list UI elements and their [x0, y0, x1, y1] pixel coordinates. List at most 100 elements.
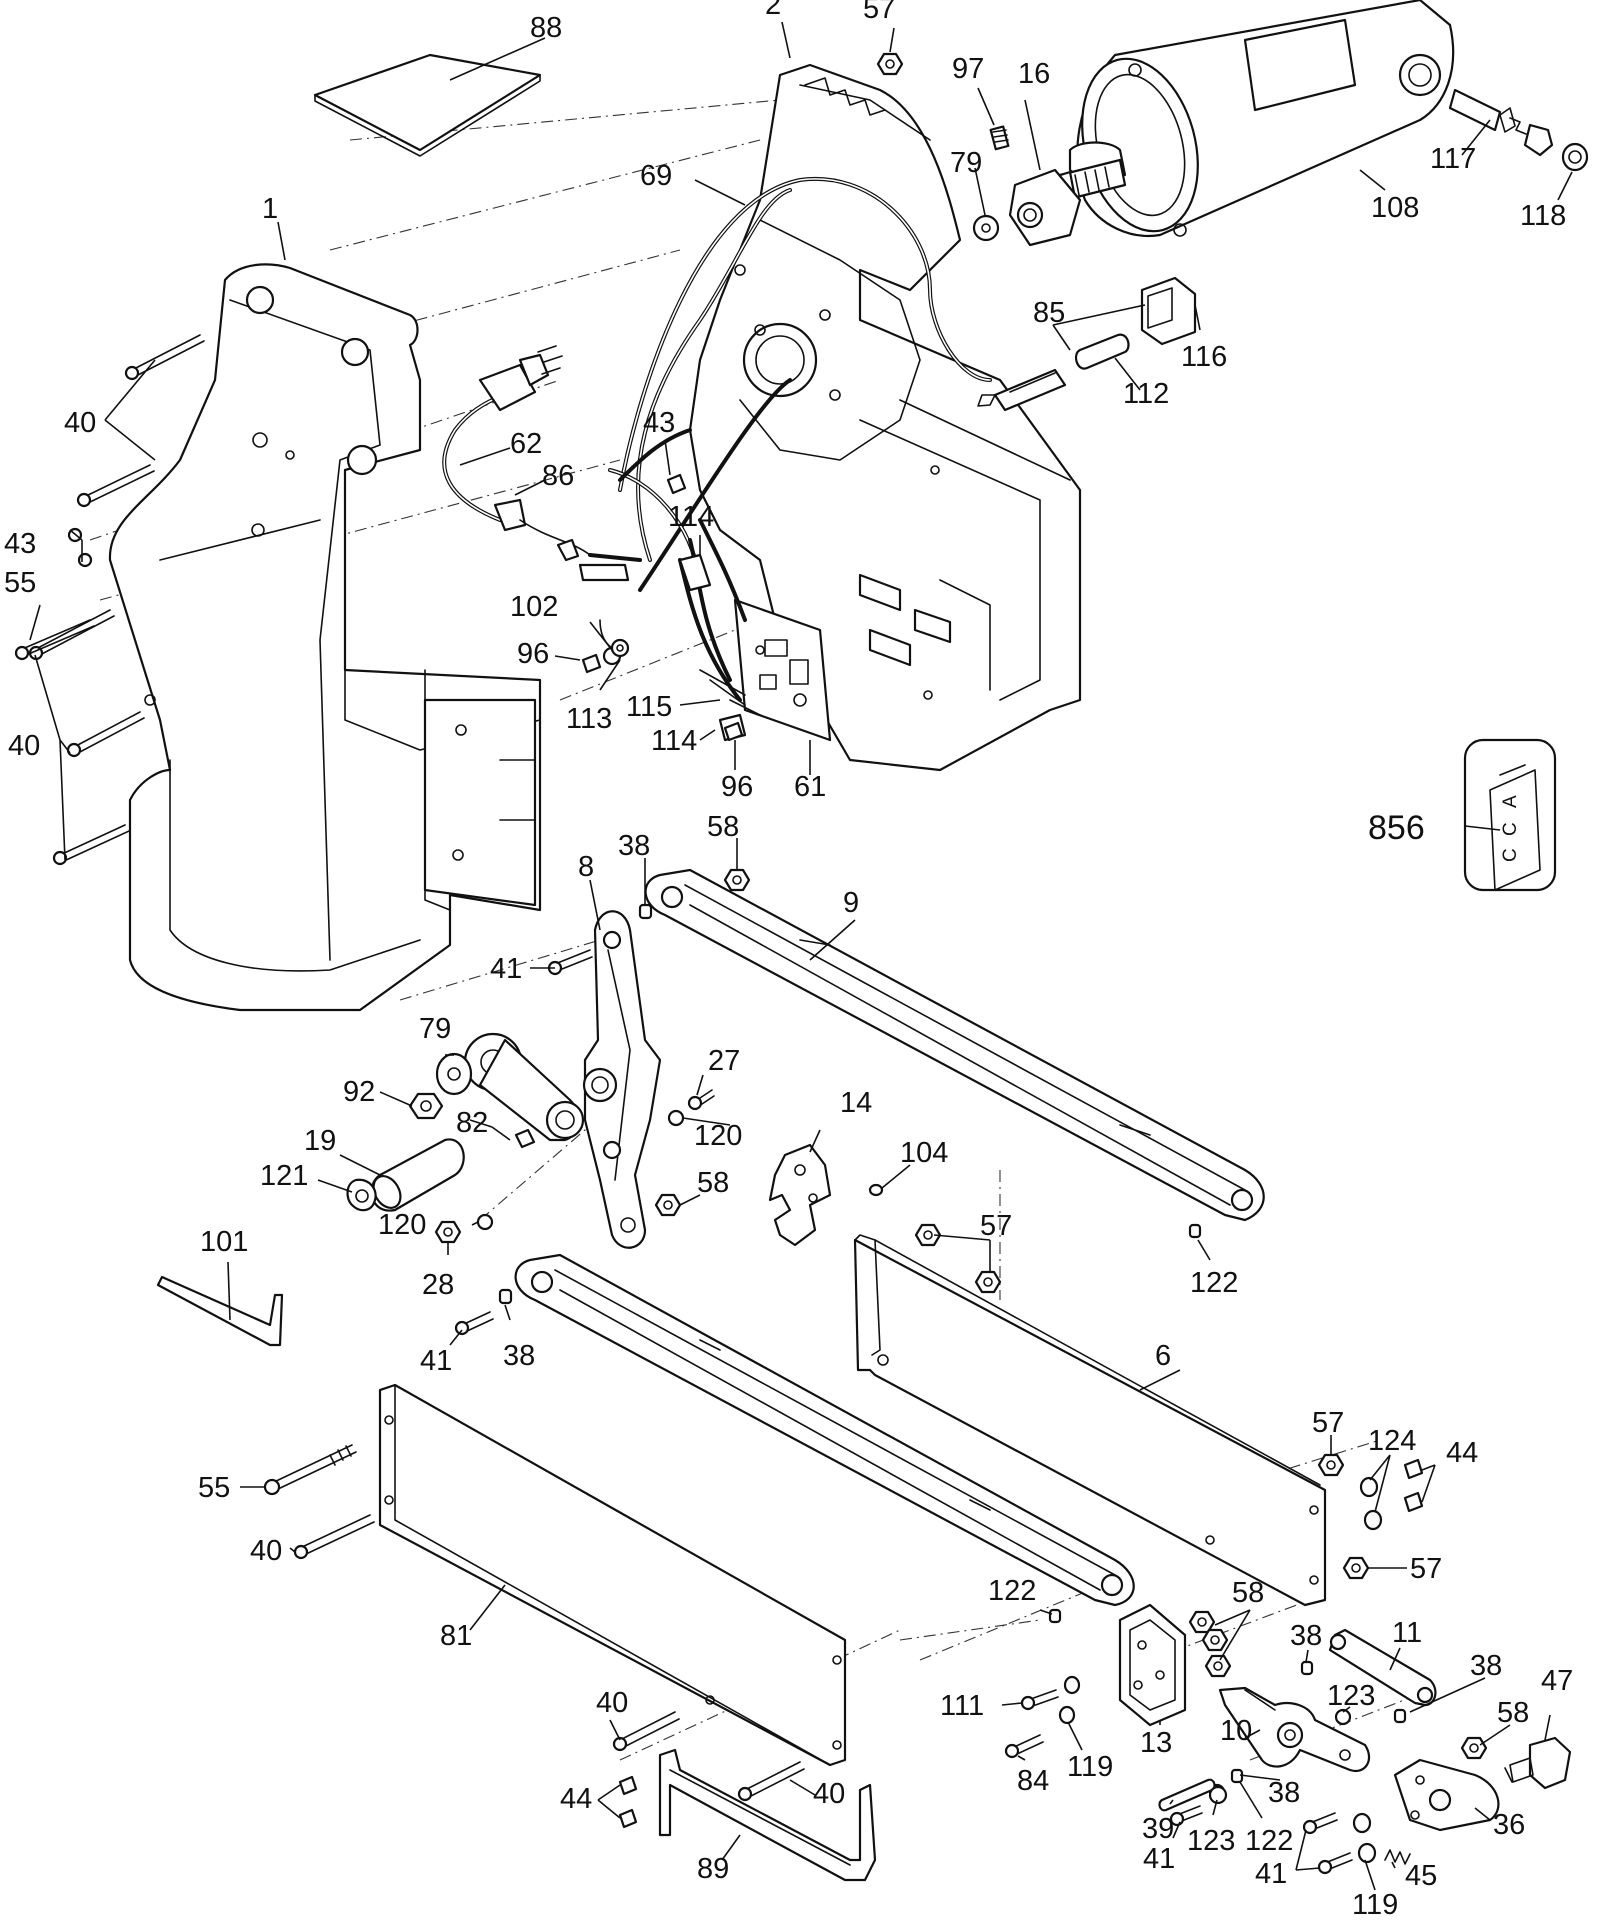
part-28-nut	[434, 1220, 462, 1244]
part-16-coupling	[1008, 168, 1082, 247]
part-92-nut	[408, 1092, 444, 1120]
callout-40-left: 40	[8, 730, 40, 762]
part-85-switch-actuator	[977, 368, 1067, 412]
callout-40-bracket-right: 40	[813, 1778, 845, 1810]
part-122-pin-mid	[1048, 1608, 1062, 1624]
callout-58-top: 58	[707, 811, 739, 843]
callout-123-bottom: 123	[1187, 1825, 1235, 1857]
callout-85: 85	[1033, 297, 1065, 329]
part-27-screw	[687, 1089, 715, 1111]
callout-38-lower: 38	[503, 1340, 535, 1372]
callout-57-right: 57	[1312, 1407, 1344, 1439]
callout-41-bottom: 41	[1143, 1843, 1175, 1875]
part-10-cam-lever	[1218, 1686, 1371, 1773]
part-97-setscrew	[989, 125, 1010, 151]
part-55-screw-lower	[263, 1444, 357, 1496]
part-121-retaining-ring	[346, 1178, 377, 1212]
callout-82: 82	[456, 1107, 488, 1139]
part-40-screws-bracket	[612, 1711, 805, 1802]
callout-58-mid: 58	[697, 1167, 729, 1199]
callout-122-bottom: 122	[1245, 1825, 1293, 1857]
part-41-screw-lower	[454, 1311, 494, 1336]
part-89-lower-bracket	[658, 1748, 877, 1882]
callout-10: 10	[1220, 1715, 1252, 1747]
callout-96-bottom: 96	[721, 771, 753, 803]
callout-38-top: 38	[618, 830, 650, 862]
callout-27: 27	[708, 1045, 740, 1077]
acc-letter-c1: C	[1500, 822, 1521, 836]
callout-121: 121	[260, 1160, 308, 1192]
part-lower-arm	[514, 1253, 1135, 1607]
part-112-tube	[1074, 333, 1130, 370]
callout-104: 104	[900, 1137, 948, 1169]
part-44-screws-right	[1403, 1458, 1424, 1513]
part-58-nut-knob	[1460, 1736, 1488, 1760]
part-2-right-housing	[688, 63, 1082, 772]
callout-28: 28	[422, 1269, 454, 1301]
callout-102: 102	[510, 591, 558, 623]
part-124-washers	[1359, 1476, 1383, 1531]
callout-11: 11	[1392, 1617, 1422, 1649]
callout-58-pivot: 58	[1232, 1577, 1264, 1609]
part-44-screws-bracket	[618, 1775, 638, 1829]
part-123-spacer-lower	[1208, 1785, 1228, 1805]
part-13-pivot-block	[1118, 1603, 1187, 1727]
callout-38-link: 38	[1290, 1620, 1322, 1652]
callout-8: 8	[578, 851, 594, 883]
callout-19: 19	[304, 1125, 336, 1157]
part-81-plate	[378, 1383, 847, 1767]
part-11-link	[1328, 1628, 1437, 1707]
part-36-end-bracket	[1393, 1758, 1500, 1832]
wiring-harness	[608, 176, 992, 592]
callout-122-mid: 122	[988, 1575, 1036, 1607]
callout-81: 81	[440, 1620, 472, 1652]
part-57-nut-top	[876, 52, 904, 76]
part-38-pin-lower	[498, 1288, 513, 1305]
callout-16: 16	[1018, 58, 1050, 90]
callout-116: 116	[1181, 341, 1227, 373]
part-88-pad	[313, 53, 542, 157]
callout-14: 14	[840, 1087, 872, 1119]
part-79-washer-top	[972, 214, 1000, 242]
callout-40-top: 40	[64, 407, 96, 439]
callout-44-bracket: 44	[560, 1783, 592, 1815]
part-108-motor	[1043, 0, 1455, 238]
part-856-acc-label	[1463, 738, 1557, 892]
callout-62: 62	[510, 428, 542, 460]
callout-118: 118	[1520, 200, 1566, 232]
acc-letter-c2: C	[1500, 848, 1521, 862]
part-58-nuts-pivot	[1188, 1610, 1232, 1678]
part-6-channel	[853, 1234, 1327, 1607]
callout-44-right: 44	[1446, 1437, 1478, 1469]
part-119-washer-mid	[1058, 1675, 1081, 1725]
callout-86: 86	[542, 460, 574, 492]
callout-92: 92	[343, 1076, 375, 1108]
part-1-left-housing	[108, 263, 542, 1012]
callout-38-bottom: 38	[1268, 1777, 1300, 1809]
callout-61: 61	[794, 771, 826, 803]
part-19-sleeve	[370, 1138, 465, 1212]
callout-69: 69	[640, 160, 672, 192]
part-58-nut-upper	[723, 868, 751, 892]
callout-114-bottom: 114	[651, 725, 697, 757]
callout-119-bottom: 119	[1352, 1889, 1398, 1921]
part-118-brush-cap	[1561, 142, 1589, 172]
callout-36: 36	[1493, 1809, 1525, 1841]
part-61-circuit-board	[699, 598, 832, 742]
callout-120-top: 120	[694, 1120, 742, 1152]
part-39-rod	[1158, 1778, 1216, 1812]
part-14-bracket	[768, 1143, 832, 1247]
callout-79: 79	[950, 147, 982, 179]
screws-left-housing	[14, 334, 205, 866]
callout-45: 45	[1405, 1860, 1437, 1892]
callout-43-left: 43	[4, 528, 36, 560]
callout-89: 89	[697, 1853, 729, 1885]
part-122-pin-upper	[1188, 1223, 1202, 1239]
part-111-screw	[1020, 1689, 1059, 1711]
part-41-screws-right	[1169, 1805, 1353, 1875]
part-116-switch	[1140, 276, 1197, 346]
part-57-nuts-channel	[914, 1223, 1002, 1294]
callout-58-knob: 58	[1497, 1697, 1529, 1729]
acc-label-text: A C C	[1500, 795, 1521, 862]
callout-41-right-bottom: 41	[1255, 1858, 1287, 1890]
